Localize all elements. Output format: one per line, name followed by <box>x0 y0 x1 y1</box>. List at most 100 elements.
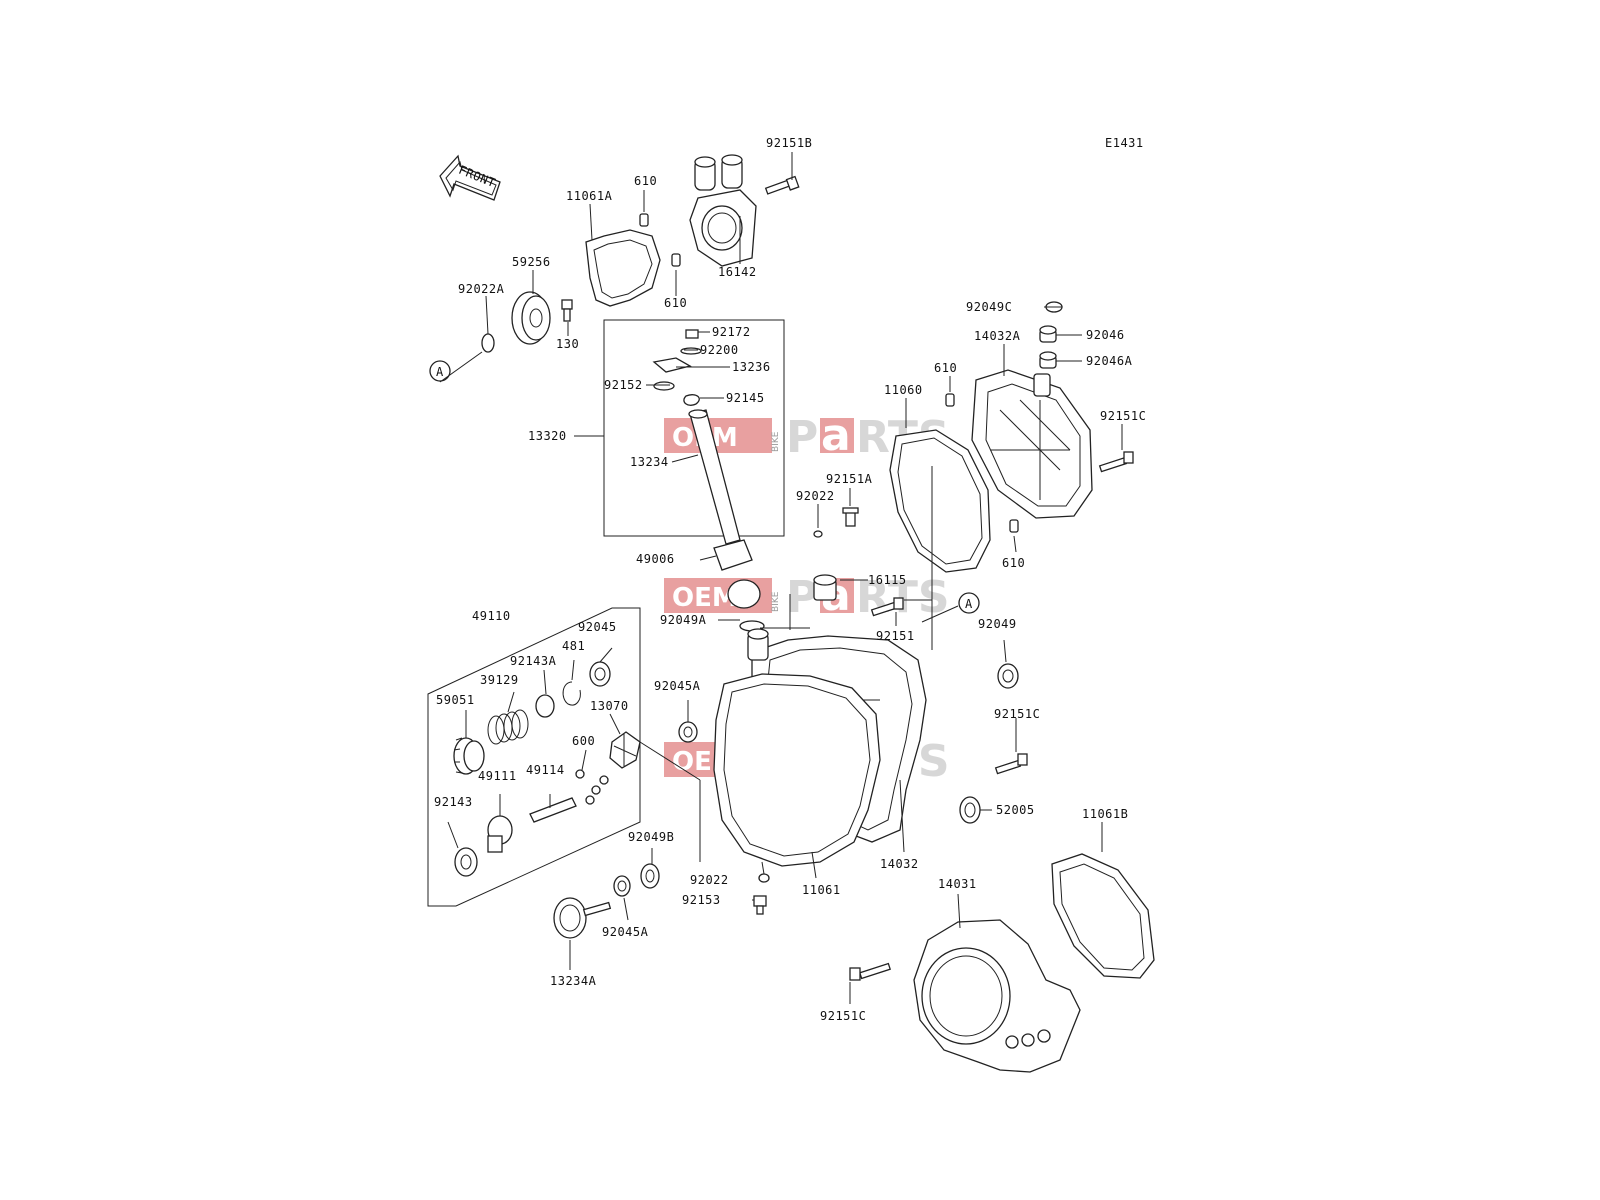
magneto-cover-14031 <box>913 919 1081 1073</box>
label-49114: 49114 <box>526 763 565 777</box>
label-92145: 92145 <box>726 391 765 405</box>
svg-text:BIKE: BIKE <box>771 431 781 452</box>
label-92151C: 92151C <box>820 1009 866 1023</box>
seal-92143 <box>454 847 478 877</box>
bolt-92151C-a <box>1098 451 1134 473</box>
label-92143: 92143 <box>434 795 473 809</box>
label-92022A: 92022A <box>458 282 505 296</box>
svg-text:BIKE: BIKE <box>771 591 781 612</box>
label-14032A: 14032A <box>974 329 1021 343</box>
label-92151: 92151 <box>876 629 915 643</box>
washer-92022-b <box>758 873 770 883</box>
label-13070: 13070 <box>590 699 629 713</box>
bolt-92151C-c <box>849 962 892 981</box>
label-600: 600 <box>572 734 595 748</box>
svg-text:A: A <box>436 365 444 379</box>
label-11061A: 11061A <box>566 189 613 203</box>
cap-16115 <box>813 574 837 601</box>
label-92045A: 92045A <box>654 679 701 693</box>
gasket-11061 <box>713 673 881 867</box>
plug-52005 <box>959 796 981 824</box>
label-610: 610 <box>634 174 657 188</box>
label-92151C: 92151C <box>994 707 1040 721</box>
dowel-pin-610-a <box>639 213 649 227</box>
governor-49006 <box>713 539 765 632</box>
label-49110: 49110 <box>472 609 511 623</box>
label-92172: 92172 <box>712 325 751 339</box>
svg-text:P: P <box>786 572 818 623</box>
label-13320: 13320 <box>528 429 567 443</box>
label-92151C: 92151C <box>1100 409 1146 423</box>
marker-A-left: A <box>429 360 451 382</box>
label-130: 130 <box>556 337 579 351</box>
circlip-481 <box>562 681 581 706</box>
label-16115: 16115 <box>868 573 907 587</box>
seal-92045 <box>589 661 611 687</box>
label-14031: 14031 <box>938 877 977 891</box>
dowel-pin-610-b <box>671 253 681 267</box>
label-13236: 13236 <box>732 360 771 374</box>
bolt-92153 <box>753 895 767 915</box>
label-610: 610 <box>934 361 957 375</box>
svg-text:OEM: OEM <box>672 583 738 613</box>
dowel-pin-610-d <box>1009 519 1019 533</box>
label-14032: 14032 <box>880 857 919 871</box>
front-arrow-icon: FRONT <box>439 154 501 201</box>
label-610: 610 <box>1002 556 1025 570</box>
bolt-92151C-b <box>994 753 1028 775</box>
clutch-cover-14032A <box>971 369 1093 519</box>
washer-92022A <box>481 333 495 353</box>
impeller-59256 <box>511 291 551 345</box>
label-92045A: 92045A <box>602 925 649 939</box>
gasket-11060 <box>889 429 991 573</box>
label-59256: 59256 <box>512 255 551 269</box>
marker-A-right: A <box>958 592 980 614</box>
label-92151A: 92151A <box>826 472 873 486</box>
kit-box-13320 <box>603 319 785 537</box>
washer-92143A <box>535 694 555 718</box>
label-92200: 92200 <box>700 343 739 357</box>
part-labels: 92151B 610 11061A 16142 610 59256 92022A… <box>434 136 1146 1023</box>
label-92022: 92022 <box>796 489 835 503</box>
label-13234: 13234 <box>630 455 669 469</box>
bolt-130 <box>561 299 573 322</box>
gear-13234A <box>553 897 612 939</box>
label-92049A: 92049A <box>660 613 707 627</box>
svg-text:A: A <box>965 597 973 611</box>
bolt-92151A <box>842 507 859 527</box>
seal-92049 <box>997 663 1019 689</box>
bolt-92151B <box>764 175 800 195</box>
gasket-11061A <box>585 229 661 307</box>
gear-59051 <box>453 737 485 775</box>
seal-92045A-b <box>613 875 631 897</box>
seal-92049B <box>640 863 660 889</box>
label-92153: 92153 <box>682 893 721 907</box>
label-92049: 92049 <box>978 617 1017 631</box>
cap-92046 <box>1039 325 1057 343</box>
seal-92045A-a <box>678 721 698 743</box>
label-92045: 92045 <box>578 620 617 634</box>
svg-text:P: P <box>786 412 818 463</box>
label-59051: 59051 <box>436 693 475 707</box>
watermark-middle: OEM BIKE P a RTS <box>664 570 950 623</box>
label-481: 481 <box>562 639 585 653</box>
label-92152: 92152 <box>604 378 643 392</box>
label-39129: 39129 <box>480 673 519 687</box>
washer-92022-a <box>813 530 823 538</box>
svg-text:a: a <box>821 410 851 461</box>
cap-92046A <box>1039 351 1057 369</box>
label-92049B: 92049B <box>628 830 674 844</box>
label-92046: 92046 <box>1086 328 1125 342</box>
label-11061B: 11061B <box>1082 807 1128 821</box>
label-49006: 49006 <box>636 552 675 566</box>
holder-49111 <box>487 815 513 853</box>
bolt-92151 <box>870 597 904 617</box>
label-13234A: 13234A <box>550 974 597 988</box>
label-11060: 11060 <box>884 383 923 397</box>
shaft-49114 <box>529 797 577 823</box>
water-pump-cover <box>689 154 757 267</box>
dowel-pin-610-c <box>945 393 955 407</box>
leader-lines <box>439 152 1123 1004</box>
label-92049C: 92049C <box>966 300 1012 314</box>
